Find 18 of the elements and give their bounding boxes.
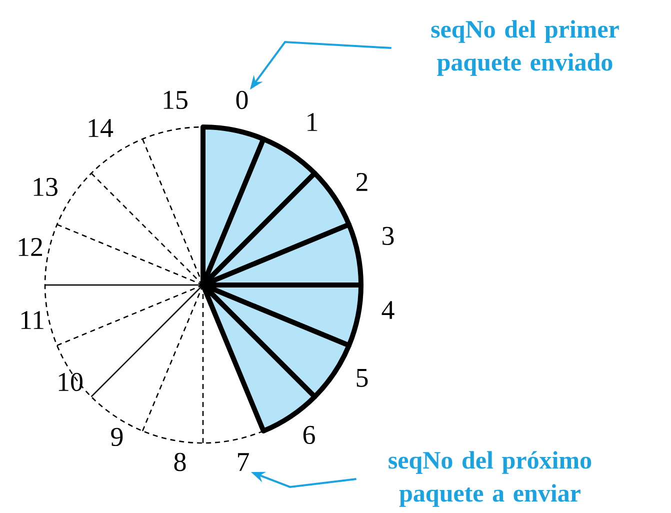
number-label: 4 [382, 301, 394, 319]
number-label: 9 [111, 428, 123, 446]
number-label: 1 [308, 113, 318, 131]
callout-text: seqNo del próximo paquete a enviar [388, 451, 592, 507]
number-label: 11 [21, 311, 44, 329]
number-label: 5 [356, 369, 368, 387]
number-label: 2 [356, 173, 368, 191]
number-label: 15 [164, 90, 188, 110]
number-label: 0 [236, 90, 248, 110]
number-label: 10 [58, 372, 82, 392]
number-label: 7 [238, 453, 249, 471]
number-label: 3 [382, 226, 394, 246]
number-label: 13 [34, 178, 58, 196]
number-label: 14 [88, 119, 114, 137]
number-label: 8 [174, 452, 186, 472]
callout-text: seqNo del primer paquete enviado [431, 20, 619, 76]
number-label: 12 [18, 238, 42, 256]
number-label: 6 [303, 426, 315, 444]
